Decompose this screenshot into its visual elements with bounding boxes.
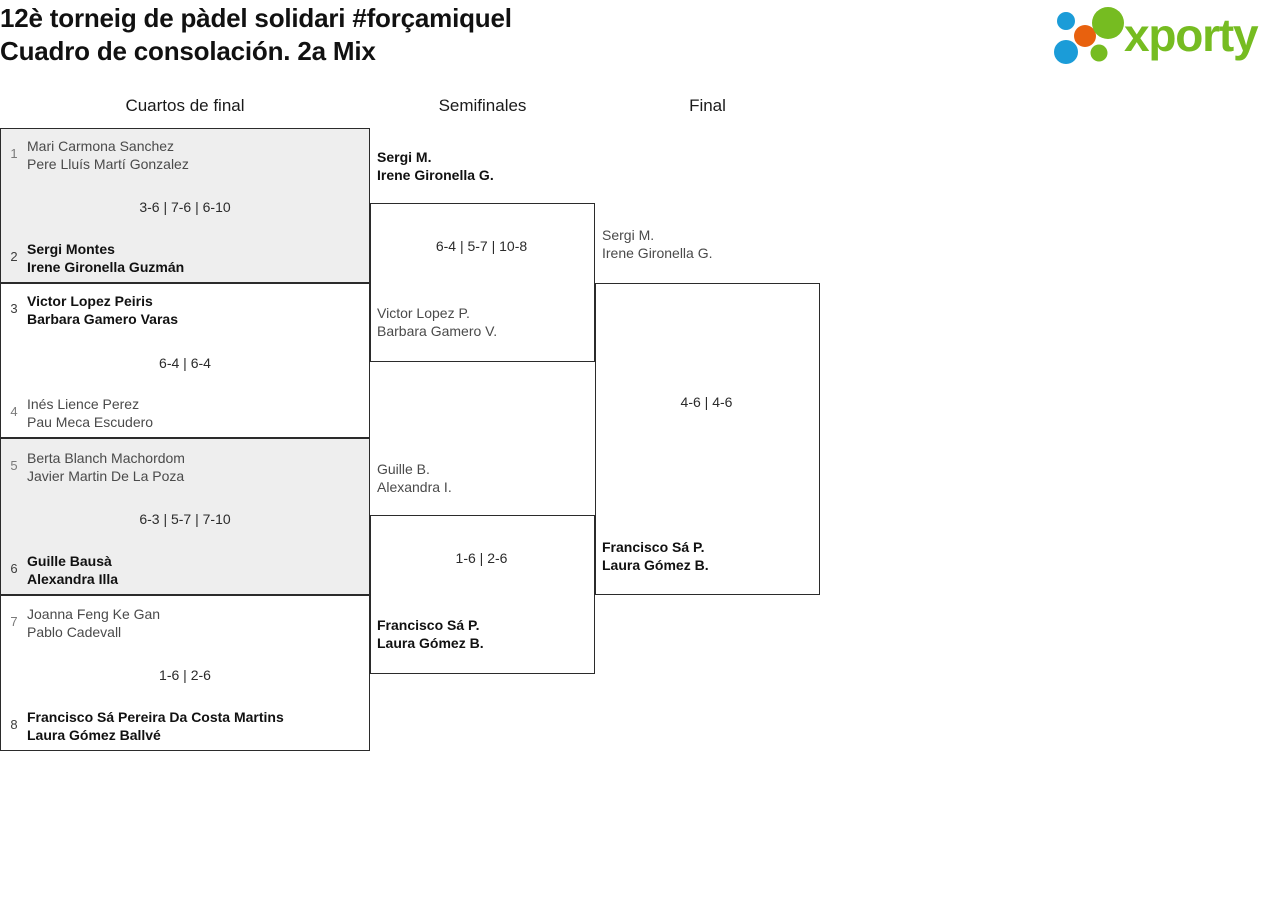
player-name: Berta Blanch Machordom — [27, 450, 185, 466]
player-name: Sergi M. — [602, 227, 655, 243]
team-names: Sergi Montes Irene Gironella Guzmán — [27, 240, 184, 276]
bracket-subtitle: Cuadro de consolación. 2a Mix — [0, 35, 376, 66]
player-name: Pau Meca Escudero — [27, 414, 154, 430]
seed-number: 2 — [10, 249, 18, 264]
match-final-team-bottom[interactable]: Francisco Sá P. Laura Gómez B. — [602, 538, 709, 574]
match-qf-2[interactable]: 3 Victor Lopez Peiris Barbara Gamero Var… — [0, 283, 370, 438]
logo-wordmark: xporty — [1124, 9, 1259, 61]
match-final[interactable] — [595, 283, 820, 595]
player-name: Victor Lopez P. — [377, 305, 470, 321]
seed-number: 5 — [10, 458, 18, 473]
match-qf-1[interactable]: 1 Mari Carmona Sanchez Pere Lluís Martí … — [0, 128, 370, 283]
match-sf-2-team-top[interactable]: Guille B. Alexandra I. — [377, 460, 452, 496]
player-name: Guille Bausà — [27, 553, 112, 569]
seed-number: 7 — [10, 614, 18, 629]
player-name: Irene Gironella G. — [377, 167, 494, 183]
team-names: Guille Bausà Alexandra Illa — [27, 552, 118, 588]
player-name: Inés Lience Perez — [27, 396, 140, 412]
player-name: Laura Gómez B. — [377, 635, 484, 651]
team-names: Sergi M. Irene Gironella G. — [602, 226, 713, 262]
player-name: Francisco Sá P. — [602, 539, 705, 555]
team-names: Francisco Sá P. Laura Gómez B. — [602, 538, 709, 574]
team-names: Guille B. Alexandra I. — [377, 460, 452, 496]
tournament-name: 12è torneig de pàdel solidari #forçamiqu… — [0, 3, 512, 33]
match-qf-3-team-top[interactable]: 5 Berta Blanch Machordom Javier Martin D… — [1, 449, 185, 485]
player-name: Pablo Cadevall — [27, 624, 122, 640]
seed-number: 4 — [10, 404, 18, 419]
player-name: Sergi M. — [377, 149, 432, 165]
match-sf-1-score: 6-4 | 5-7 | 10-8 — [435, 238, 528, 254]
team-names: Sergi M. Irene Gironella G. — [377, 148, 494, 184]
player-name: Barbara Gamero Varas — [27, 311, 178, 327]
team-names: Victor Lopez Peiris Barbara Gamero Varas — [27, 292, 178, 328]
player-name: Laura Gómez Ballvé — [27, 727, 161, 743]
page-header: 12è torneig de pàdel solidari #forçamiqu… — [0, 0, 1280, 72]
match-qf-1-score: 3-6 | 7-6 | 6-10 — [139, 199, 231, 215]
player-name: Irene Gironella G. — [602, 245, 713, 261]
seed-number: 3 — [10, 301, 18, 316]
seed-number: 8 — [10, 717, 18, 732]
match-qf-2-team-top[interactable]: 3 Victor Lopez Peiris Barbara Gamero Var… — [1, 292, 178, 328]
round-header-semifinals: Semifinales — [438, 96, 527, 115]
round-header-quarterfinals: Cuartos de final — [125, 96, 245, 115]
player-name: Joanna Feng Ke Gan — [27, 606, 161, 622]
player-name: Alexandra I. — [377, 479, 452, 495]
page-title: 12è torneig de pàdel solidari #forçamiqu… — [0, 2, 512, 67]
player-name: Guille B. — [377, 461, 430, 477]
round-header-final: Final — [689, 96, 726, 115]
match-qf-1-team-top[interactable]: 1 Mari Carmona Sanchez Pere Lluís Martí … — [1, 137, 189, 173]
xporty-logo[interactable]: xporty — [1052, 6, 1276, 66]
team-names: Francisco Sá Pereira Da Costa Martins La… — [27, 708, 284, 744]
seed-number: 6 — [10, 561, 18, 576]
match-sf-2-team-bottom[interactable]: Francisco Sá P. Laura Gómez B. — [377, 616, 484, 652]
team-names: Francisco Sá P. Laura Gómez B. — [377, 616, 484, 652]
match-qf-4[interactable]: 7 Joanna Feng Ke Gan Pablo Cadevall 1-6 … — [0, 595, 370, 751]
player-name: Barbara Gamero V. — [377, 323, 498, 339]
player-name: Irene Gironella Guzmán — [27, 259, 185, 275]
match-sf-1-team-bottom[interactable]: Victor Lopez P. Barbara Gamero V. — [377, 304, 497, 340]
match-qf-3-score: 6-3 | 5-7 | 7-10 — [139, 511, 231, 527]
team-names: Mari Carmona Sanchez Pere Lluís Martí Go… — [27, 137, 189, 173]
player-name: Mari Carmona Sanchez — [27, 138, 175, 154]
match-final-score: 4-6 | 4-6 — [680, 394, 733, 410]
match-qf-3-team-bottom[interactable]: 6 Guille Bausà Alexandra Illa — [1, 552, 118, 588]
team-names: Berta Blanch Machordom Javier Martin De … — [27, 449, 185, 485]
match-qf-4-team-top[interactable]: 7 Joanna Feng Ke Gan Pablo Cadevall — [1, 605, 160, 641]
team-names: Inés Lience Perez Pau Meca Escudero — [27, 395, 153, 431]
seed-number: 1 — [10, 146, 18, 161]
match-qf-1-team-bottom[interactable]: 2 Sergi Montes Irene Gironella Guzmán — [1, 240, 184, 276]
player-name: Pere Lluís Martí Gonzalez — [27, 156, 189, 172]
team-names: Victor Lopez P. Barbara Gamero V. — [377, 304, 497, 340]
match-qf-4-score: 1-6 | 2-6 — [159, 667, 211, 683]
player-name: Javier Martin De La Poza — [27, 468, 185, 484]
logo-dots-icon — [1054, 7, 1124, 64]
match-qf-4-team-bottom[interactable]: 8 Francisco Sá Pereira Da Costa Martins … — [1, 708, 284, 744]
player-name: Francisco Sá P. — [377, 617, 480, 633]
match-sf-1[interactable] — [370, 203, 595, 362]
player-name: Sergi Montes — [27, 241, 115, 257]
player-name: Laura Gómez B. — [602, 557, 709, 573]
player-name: Francisco Sá Pereira Da Costa Martins — [27, 709, 284, 725]
match-sf-2-score: 1-6 | 2-6 — [455, 550, 508, 566]
match-qf-2-score: 6-4 | 6-4 — [159, 355, 211, 371]
player-name: Alexandra Illa — [27, 571, 119, 587]
match-qf-2-team-bottom[interactable]: 4 Inés Lience Perez Pau Meca Escudero — [1, 395, 153, 431]
match-sf-1-team-top[interactable]: Sergi M. Irene Gironella G. — [377, 148, 494, 184]
match-final-team-top[interactable]: Sergi M. Irene Gironella G. — [602, 226, 713, 262]
match-qf-3[interactable]: 5 Berta Blanch Machordom Javier Martin D… — [0, 438, 370, 595]
player-name: Victor Lopez Peiris — [27, 293, 153, 309]
team-names: Joanna Feng Ke Gan Pablo Cadevall — [27, 605, 160, 641]
match-sf-2[interactable] — [370, 515, 595, 674]
